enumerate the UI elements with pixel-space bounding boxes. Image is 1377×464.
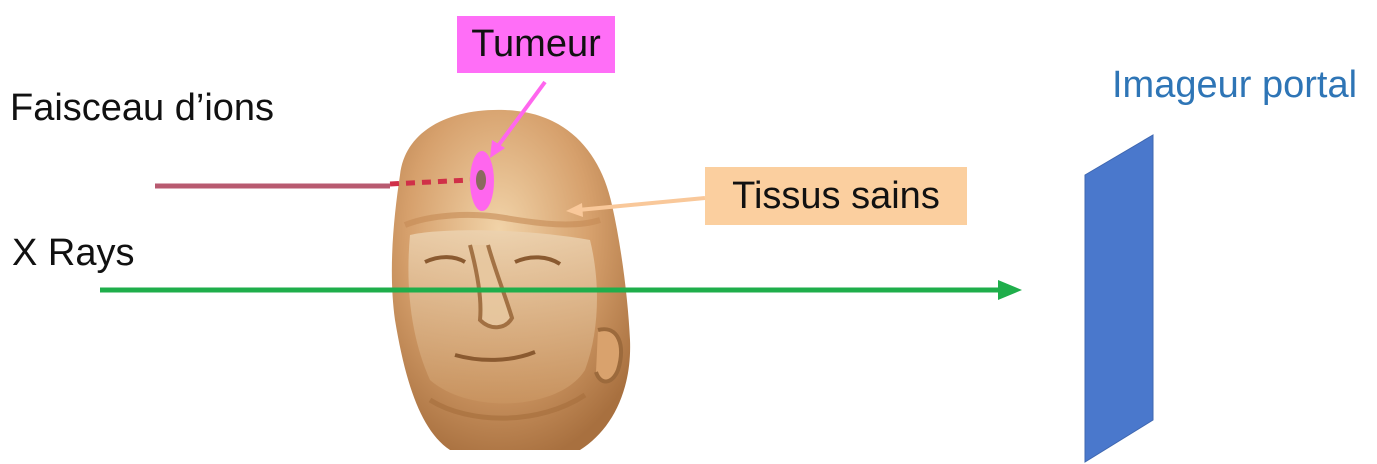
tumor-label-box: Tumeur bbox=[457, 16, 615, 73]
head-illustration bbox=[392, 110, 630, 450]
portal-imager-label: Imageur portal bbox=[1112, 66, 1357, 104]
tumor-core bbox=[476, 170, 486, 190]
x-rays-label: X Rays bbox=[12, 234, 134, 272]
healthy-tissue-label: Tissus sains bbox=[732, 175, 940, 218]
tumor-label: Tumeur bbox=[471, 23, 601, 66]
healthy-tissue-label-box: Tissus sains bbox=[705, 167, 967, 225]
ion-beam-label: Faisceau d’ions bbox=[10, 89, 274, 127]
x-ray-arrow-head bbox=[998, 280, 1022, 300]
portal-imager-plate bbox=[1085, 135, 1153, 462]
